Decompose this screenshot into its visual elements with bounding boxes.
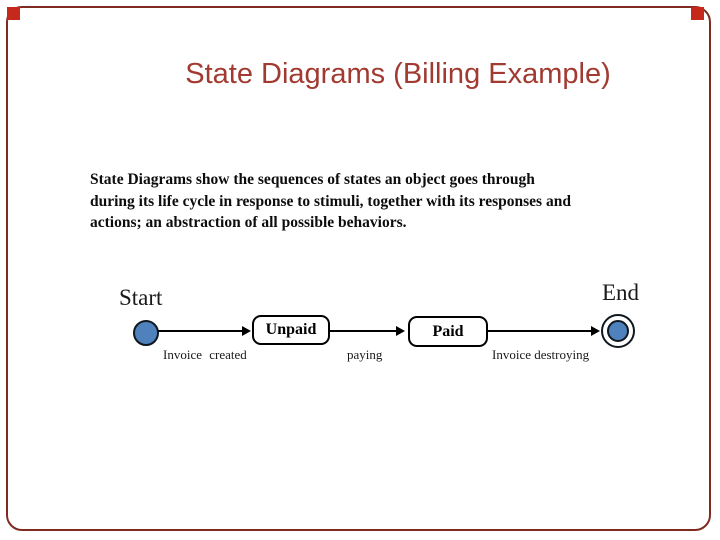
transition-line-2 [330,330,397,332]
state-box-unpaid: Unpaid [252,315,330,345]
corner-square-top-left [7,7,20,20]
state-box-unpaid-label: Unpaid [265,321,317,338]
slide-title: State Diagrams (Billing Example) [185,58,611,90]
transition-label-paying: paying [347,347,383,362]
state-box-paid-label: Paid [432,322,464,340]
body-line-2: during its life cycle in response to sti… [90,192,571,210]
start-state-label: Start [119,285,163,310]
end-state-inner-circle [607,320,629,342]
state-box-paid: Paid [408,316,488,347]
arrowhead-icon [591,325,600,336]
body-line-3: actions; an abstraction of all possible … [90,214,407,231]
slide-border-frame [6,6,711,531]
transition-line-1 [158,330,243,332]
corner-square-top-right [691,7,704,20]
arrowhead-icon [242,325,251,336]
end-state-label: End [602,280,640,305]
transition-label-invoice-created: Invoice created [163,347,247,362]
arrowhead-icon [396,325,405,336]
transition-line-3 [488,330,592,332]
body-line-1: State Diagrams show the sequences of sta… [90,171,535,188]
end-state-circle [601,314,635,348]
transition-label-invoice-destroying: Invoice destroying [492,347,590,362]
slide-body-text: State Diagrams show the sequences of sta… [90,169,571,234]
start-state-circle [133,320,159,346]
